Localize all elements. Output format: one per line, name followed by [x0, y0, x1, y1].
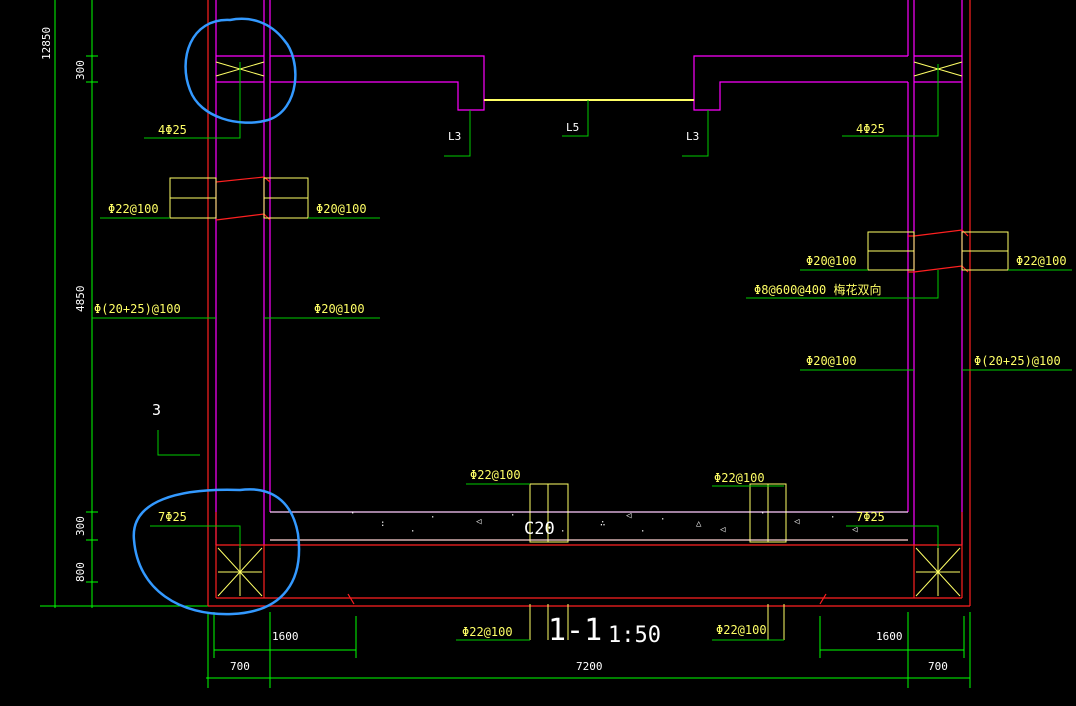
label-bottom-right-bars: 7Φ25	[856, 510, 885, 524]
label-left-outer-vert: Φ(20+25)@100	[94, 302, 181, 316]
label-left-inner-horiz: Φ20@100	[316, 202, 367, 216]
svg-text:◁: ◁	[720, 525, 726, 535]
svg-text:◁: ◁	[794, 517, 800, 527]
svg-text:·: ·	[430, 513, 435, 523]
label-top-left-bars: 4Φ25	[158, 123, 187, 137]
dim-bottom-beam: 300	[74, 516, 87, 536]
slab-rebar-lines	[270, 511, 908, 541]
rebar-lines	[169, 99, 1009, 640]
wall-outlines	[215, 0, 963, 545]
label-beam-l3-left: L3	[448, 130, 461, 143]
svg-text:△: △	[696, 519, 702, 529]
svg-text:◁: ◁	[852, 525, 858, 535]
svg-text:·: ·	[510, 511, 515, 521]
dim-wall-height: 4850	[74, 286, 87, 313]
drawing-scale: 1:50	[608, 623, 661, 648]
svg-text:·: ·	[410, 527, 415, 537]
svg-text:∴: ∴	[600, 519, 605, 529]
dim-top-beam: 300	[74, 60, 87, 80]
svg-text:·: ·	[830, 513, 835, 523]
dim-total-height: 12850	[40, 27, 53, 60]
highlight-bottom-left	[132, 488, 301, 616]
svg-text:◁: ◁	[476, 517, 482, 527]
svg-text:·: ·	[560, 527, 565, 537]
svg-text:·: ·	[880, 513, 885, 523]
highlight-top-left	[184, 17, 297, 124]
label-right-inner-horiz: Φ20@100	[806, 254, 857, 268]
label-tie-bars: Φ8@600@400 梅花双向	[754, 282, 881, 297]
dim-right-wall: 700	[928, 660, 948, 673]
dim-foundation: 800	[74, 562, 87, 582]
label-left-outer-horiz: Φ22@100	[108, 202, 159, 216]
label-beam-l3-right: L3	[686, 130, 699, 143]
label-beam-l5: L5	[566, 121, 579, 134]
label-right-inner-vert: Φ20@100	[806, 354, 857, 368]
markup-highlights	[132, 17, 301, 616]
dim-left-wall: 700	[230, 660, 250, 673]
label-right-outer-horiz: Φ22@100	[1016, 254, 1067, 268]
label-left-inner-vert: Φ20@100	[314, 302, 365, 316]
label-slab-bottom-right: Φ22@100	[716, 623, 767, 637]
dim-right-offset: 1600	[876, 630, 903, 643]
svg-text::: :	[380, 519, 385, 529]
label-slab-top-right: Φ22@100	[714, 471, 765, 485]
label-top-right-bars: 4Φ25	[856, 122, 885, 136]
beam-crosses	[215, 61, 963, 597]
concrete-hatch: ·: · ◁ · ∴ ◁ · △ ◁ · ◁ · ◁ · · · ·	[350, 509, 885, 537]
svg-text:·: ·	[640, 527, 645, 537]
svg-text:·: ·	[660, 515, 665, 525]
label-slab-bottom-left: Φ22@100	[462, 625, 513, 639]
dim-left-offset: 1600	[272, 630, 299, 643]
drawing-title: 1-1	[548, 613, 602, 648]
concrete-label: C20	[524, 519, 555, 539]
label-bottom-left-bars: 7Φ25	[158, 510, 187, 524]
dim-span: 7200	[576, 660, 603, 673]
svg-text:·: ·	[350, 509, 355, 519]
horizontal-dimension-lines	[206, 612, 971, 688]
leader-lines	[92, 62, 1072, 641]
vertical-dimension-lines	[40, 0, 210, 608]
svg-text:◁: ◁	[626, 511, 632, 521]
section-mark: 3	[152, 401, 161, 419]
label-slab-top-left: Φ22@100	[470, 468, 521, 482]
label-right-outer-vert: Φ(20+25)@100	[974, 354, 1061, 368]
svg-text:·: ·	[760, 509, 765, 519]
